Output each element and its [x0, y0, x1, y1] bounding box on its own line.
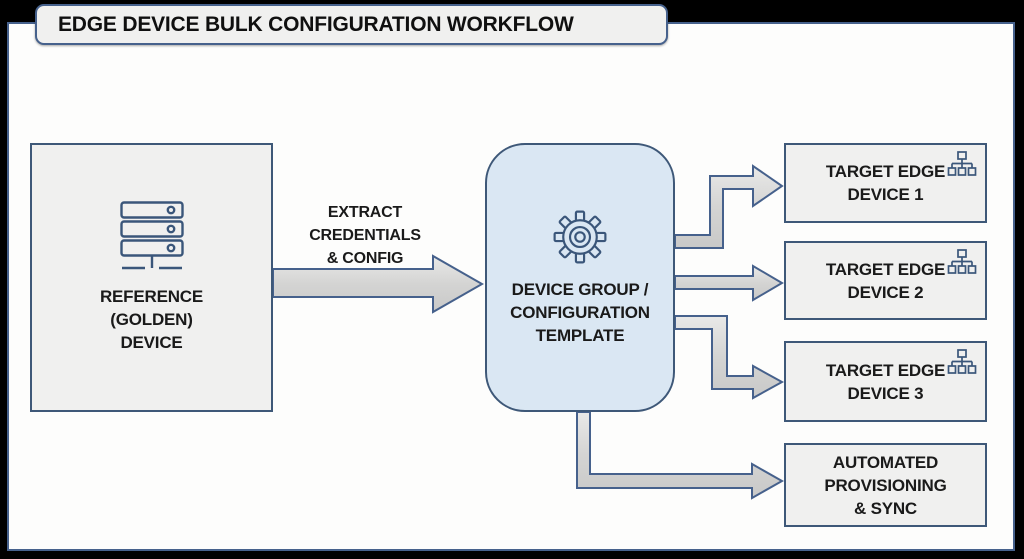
server-icon	[119, 201, 184, 270]
network-tree-icon	[947, 349, 977, 374]
network-tree-icon	[947, 151, 977, 176]
target-device-1-label: TARGET EDGE DEVICE 1	[825, 162, 946, 204]
reference-device-node: REFERENCE (GOLDEN) DEVICE	[30, 143, 273, 412]
target-device-3-node: TARGET EDGE DEVICE 3	[784, 341, 987, 422]
arrow-to-target-2	[674, 264, 784, 302]
reference-device-label: REFERENCE (GOLDEN) DEVICE	[99, 287, 204, 352]
gear-icon	[553, 210, 607, 264]
arrow-to-target-1	[674, 164, 784, 249]
automated-provisioning-node: AUTOMATED PROVISIONING & SYNC	[784, 443, 987, 527]
network-tree-icon	[947, 249, 977, 274]
arrow-to-target-3	[674, 315, 785, 400]
automated-provisioning-label: AUTOMATED PROVISIONING & SYNC	[824, 452, 947, 518]
target-device-2-node: TARGET EDGE DEVICE 2	[784, 241, 987, 320]
configuration-template-label: DEVICE GROUP / CONFIGURATION TEMPLATE	[510, 280, 650, 345]
arrow-to-provisioning	[576, 411, 785, 500]
extract-config-label: EXTRACT CREDENTIALS & CONFIG	[309, 204, 421, 267]
arrow-extract-config	[272, 254, 485, 314]
page-title: EDGE DEVICE BULK CONFIGURATION WORKFLOW	[58, 12, 574, 36]
target-device-1-node: TARGET EDGE DEVICE 1	[784, 143, 987, 223]
target-device-2-label: TARGET EDGE DEVICE 2	[825, 259, 946, 302]
configuration-template-node: DEVICE GROUP / CONFIGURATION TEMPLATE	[485, 143, 675, 412]
target-device-3-label: TARGET EDGE DEVICE 3	[825, 360, 946, 403]
title-banner: EDGE DEVICE BULK CONFIGURATION WORKFLOW	[35, 4, 668, 45]
